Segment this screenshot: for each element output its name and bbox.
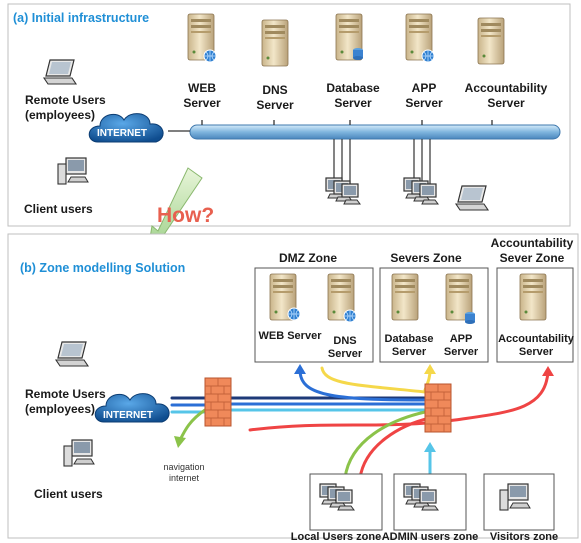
remote-users-sub-a: (employees) (25, 108, 95, 122)
section-b-title: (b) Zone modelling Solution (20, 261, 185, 275)
visitors-zone-label: Visitors zone (490, 531, 558, 543)
server-dns-b: DNS Server (327, 273, 363, 360)
server-app-a: APP Server (405, 13, 443, 110)
svg-text:WEB Server: WEB Server (259, 330, 323, 342)
server-dns-a: DNS Server (256, 19, 294, 112)
internet-label-a: INTERNET (97, 128, 147, 139)
laptop-icon (455, 185, 489, 211)
server-database-a: Database Server (326, 13, 380, 110)
svg-text:Server: Server (519, 346, 554, 358)
database-icon (465, 312, 475, 324)
svg-text:Server: Server (256, 98, 294, 112)
local-users-zone-label: Local Users zone (291, 531, 381, 543)
dmz-zone-title: DMZ Zone (279, 251, 337, 265)
client-users-label-a: Client users (24, 202, 93, 216)
servers-zone-title: Severs Zone (390, 251, 462, 265)
svg-text:DNS: DNS (262, 83, 287, 97)
remote-users-label-a: Remote Users (25, 93, 106, 107)
firewall-icon (424, 383, 452, 433)
network-bus (189, 124, 561, 140)
globe-icon (421, 49, 435, 63)
svg-text:Server: Server (183, 96, 221, 110)
svg-text:Server: Server (405, 96, 443, 110)
server-accountability-a: Accountability Server (465, 17, 548, 110)
how-label: How? (157, 204, 214, 227)
server-app-b: APP Server (444, 273, 479, 358)
svg-text:Server: Server (328, 348, 363, 360)
globe-icon (203, 49, 217, 63)
svg-text:WEB: WEB (188, 81, 216, 95)
svg-text:APP: APP (450, 333, 473, 345)
svg-text:Server: Server (334, 96, 372, 110)
firewall-icon (204, 377, 232, 427)
server-web-b: WEB Server (259, 273, 323, 342)
svg-text:Database: Database (326, 81, 380, 95)
svg-text:DNS: DNS (333, 335, 356, 347)
admin-users-zone-label: ADMIN users zone (382, 531, 479, 543)
accountability-zone-title-2: Sever Zone (500, 251, 565, 265)
server-links (201, 120, 493, 125)
remote-users-label-b: Remote Users (25, 387, 106, 401)
svg-text:Database: Database (385, 333, 434, 345)
svg-text:Server: Server (487, 96, 525, 110)
traffic-flows (170, 364, 554, 480)
admin-users-zone-box (393, 473, 467, 531)
svg-text:Server: Server (444, 346, 479, 358)
server-database-b: Database Server (385, 273, 434, 358)
navigation-label-1: navigation (163, 462, 204, 472)
svg-text:Accountability: Accountability (498, 333, 575, 345)
remote-users-sub-b: (employees) (25, 402, 95, 416)
globe-icon (287, 307, 301, 321)
svg-text:Server: Server (392, 346, 427, 358)
client-users-label-b: Client users (34, 487, 103, 501)
laptop-icon (55, 341, 89, 367)
internet-label-b: INTERNET (103, 410, 153, 421)
accountability-zone-title-1: Accountability (491, 236, 574, 250)
server-accountability-b: Accountability Server (498, 273, 575, 358)
navigation-label-2: internet (169, 473, 200, 483)
visitors-zone-box (483, 473, 555, 531)
database-icon (353, 48, 363, 60)
section-a-title: (a) Initial infrastructure (13, 11, 149, 25)
server-web-a: WEB Server (183, 13, 221, 110)
svg-text:APP: APP (412, 81, 437, 95)
laptop-icon (43, 59, 77, 85)
svg-text:Accountability: Accountability (465, 81, 548, 95)
globe-icon (343, 309, 357, 323)
